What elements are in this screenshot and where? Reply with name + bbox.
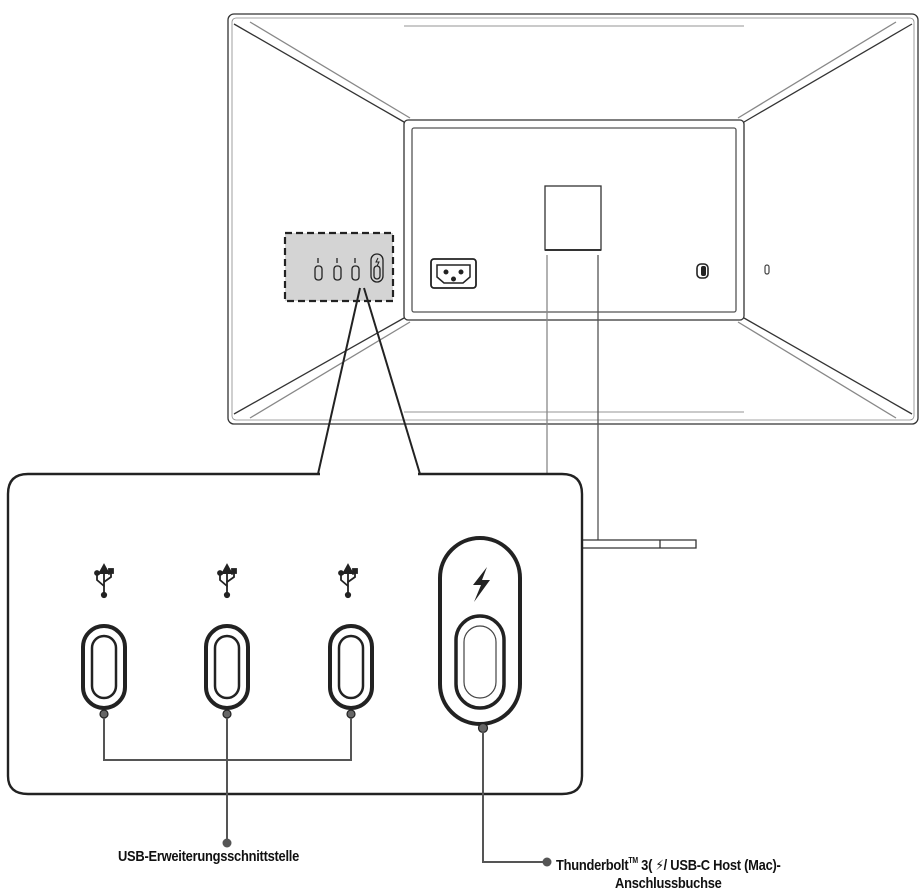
thunderbolt-icon xyxy=(473,567,490,602)
port-group-highlight xyxy=(283,231,395,303)
kensington-lock-icon xyxy=(696,263,709,279)
thunderbolt-label-line2: Anschlussbuchse xyxy=(615,875,722,892)
tb-prefix: Thunderbolt xyxy=(556,857,629,874)
thunderbolt-label-line1: ThunderboltTM 3( ⚡/ USB-C Host (Mac)- xyxy=(556,852,781,875)
callout-box xyxy=(6,472,584,796)
thunderbolt-inline-icon: ⚡ xyxy=(655,857,664,873)
monitor-back xyxy=(227,13,919,425)
usb-port-2 xyxy=(204,624,250,719)
callout-pointer xyxy=(317,287,421,475)
tb-trademark: TM xyxy=(628,856,638,865)
thunderbolt-port xyxy=(438,536,522,734)
tb-suffix: / USB-C Host (Mac)- xyxy=(663,857,781,874)
usb-port-1 xyxy=(81,624,127,719)
thunderbolt-leader-line xyxy=(482,732,552,867)
small-usb-port xyxy=(314,253,384,283)
usb-port-3 xyxy=(328,624,374,719)
monitor-stand xyxy=(544,185,697,549)
tb-mid: 3( xyxy=(637,857,656,874)
usb-icon xyxy=(94,563,358,599)
joystick-button-icon xyxy=(764,264,770,275)
usb-expansion-label: USB-Erweiterungsschnittstelle xyxy=(118,848,300,865)
thunderbolt-label: ThunderboltTM 3( ⚡/ USB-C Host (Mac)- An… xyxy=(556,852,781,893)
usb-leader-lines xyxy=(103,718,352,848)
ac-power-inlet-icon xyxy=(430,258,477,289)
